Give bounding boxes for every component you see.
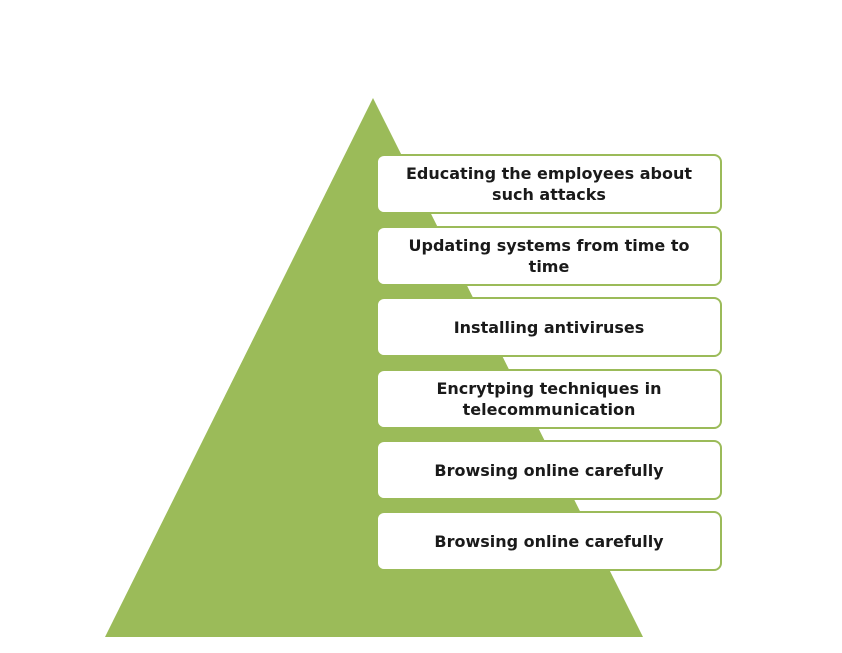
pyramid-level-label: Browsing online carefully [434, 460, 664, 480]
pyramid-level-label: Educating the employees about such attac… [405, 164, 693, 204]
pyramid-level-box: Encrytping techniques in telecommunicati… [376, 369, 722, 429]
pyramid-level-box: Browsing online carefully [376, 440, 722, 500]
pyramid-level-label: Browsing online carefully [434, 531, 664, 551]
pyramid-level-box: Updating systems from time to time [376, 226, 722, 286]
pyramid-level-label: Updating systems from time to time [408, 236, 690, 276]
pyramid-level-label: Encrytping techniques in telecommunicati… [436, 379, 662, 419]
pyramid-level-box: Educating the employees about such attac… [376, 154, 722, 214]
pyramid-triangle [105, 98, 643, 637]
pyramid-level-box: Browsing online carefully [376, 511, 722, 571]
pyramid-level-box: Installing antiviruses [376, 297, 722, 357]
pyramid-level-label: Installing antiviruses [453, 317, 645, 337]
